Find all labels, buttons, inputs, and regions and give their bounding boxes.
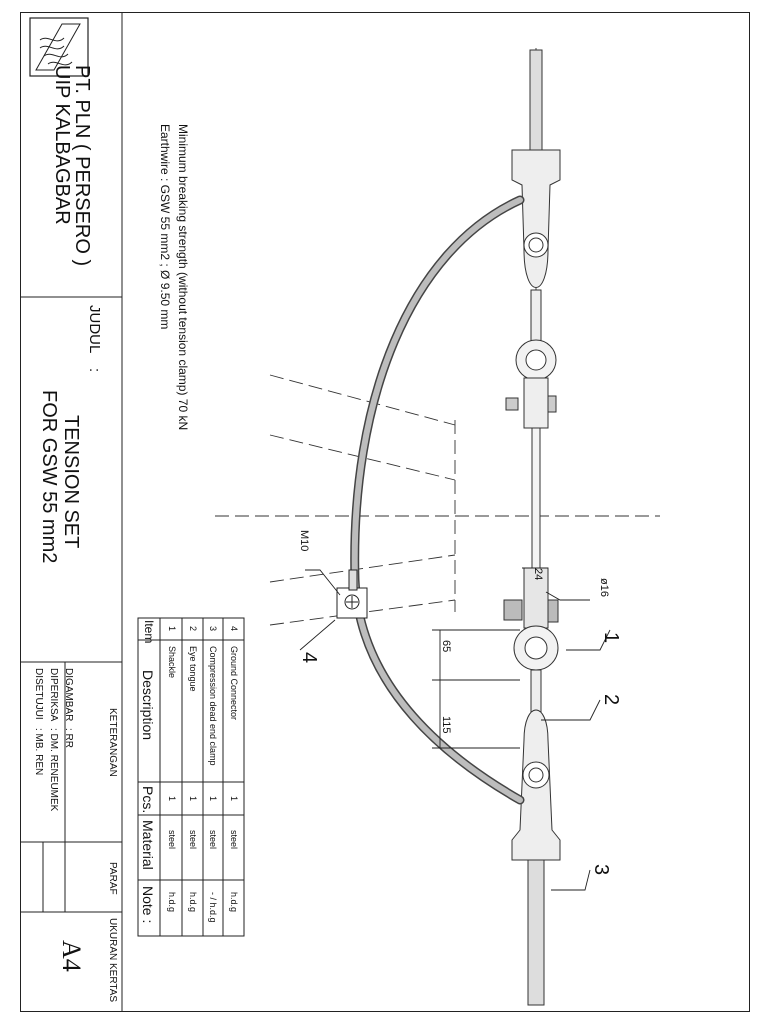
callout-2: 2 (600, 694, 622, 706)
table-cell-note: h.d.g (229, 892, 239, 913)
table-cell-description: Eye tongue (188, 646, 198, 692)
ground-connector (336, 569, 368, 619)
ukuran-kertas-label: UKURAN KERTAS (107, 918, 118, 1003)
callout-4: 4 (298, 652, 320, 664)
table-cell-material: steel (208, 830, 218, 850)
table-header-note: Note : (140, 886, 156, 924)
table-cell-pcs: 1 (167, 796, 177, 802)
digambar-label: DIGAMBAR (63, 668, 74, 722)
table-cell-pcs: 1 (208, 796, 218, 802)
table-cell-item: 1 (167, 626, 177, 632)
table-cell-note: - / h.d.g (208, 892, 218, 923)
table-cell-material: steel (167, 830, 177, 850)
dimension-115: 115 (440, 716, 452, 734)
dimension-65: 65 (440, 640, 452, 653)
table-cell-description: Compression dead end clamp (208, 646, 218, 766)
disetujui-label: DISETUJUI (33, 668, 44, 720)
judul-separator: : (86, 368, 103, 373)
diperiksa-label: DIPERIKSA (48, 668, 59, 722)
table-cell-note: h.d.g (188, 892, 198, 913)
dimension-phi16: ø16 (598, 578, 610, 597)
table-header-pcs: Pcs. (140, 786, 156, 814)
drawing-title-line2: FOR GSW 55 mm2 (38, 390, 60, 564)
table-cell-pcs: 1 (229, 796, 239, 802)
table-header-description: Description (140, 670, 156, 741)
judul-label: JUDUL (86, 305, 103, 354)
table-header-material: Material (140, 820, 156, 870)
pln-logo (29, 17, 89, 77)
parts-table (137, 617, 245, 937)
label-m10: M10 (298, 530, 310, 552)
callout-1: 1 (600, 632, 622, 644)
table-cell-item: 2 (188, 626, 198, 632)
disetujui-value: : MB. REN (33, 728, 44, 776)
table-cell-description: Shackle (167, 646, 177, 679)
table-cell-note: h.d.g (167, 892, 177, 913)
table-cell-pcs: 1 (188, 796, 198, 802)
note-earthwire: Earthwire : GSW 55 mm2 ; Ø 9.50 mm (158, 124, 172, 330)
diperiksa-value: : DM. RENEUMEK (48, 728, 59, 812)
dimension-24: 24 (532, 568, 544, 581)
drawing-sheet (20, 12, 750, 1012)
table-cell-material: steel (188, 830, 198, 850)
digambar-value: : RR (63, 728, 74, 748)
keterangan-label: KETERANGAN (107, 708, 118, 777)
company-unit: UIP KALBAGBAR (51, 65, 73, 225)
callout-3: 3 (590, 864, 612, 876)
paraf-label: PARAF (107, 862, 118, 895)
table-cell-item: 3 (208, 626, 218, 632)
table-cell-material: steel (229, 830, 239, 850)
table-header-item: Item (142, 620, 156, 644)
paper-size: A4 (57, 940, 86, 972)
company-name: PT. PLN ( PERSERO ) (71, 65, 93, 267)
note-breaking-strength: Minimum breaking strength (without tensi… (176, 124, 190, 431)
drawing-title-line1: TENSION SET (60, 415, 82, 549)
table-cell-item: 4 (229, 626, 239, 632)
table-cell-description: Ground Connector (229, 646, 239, 721)
